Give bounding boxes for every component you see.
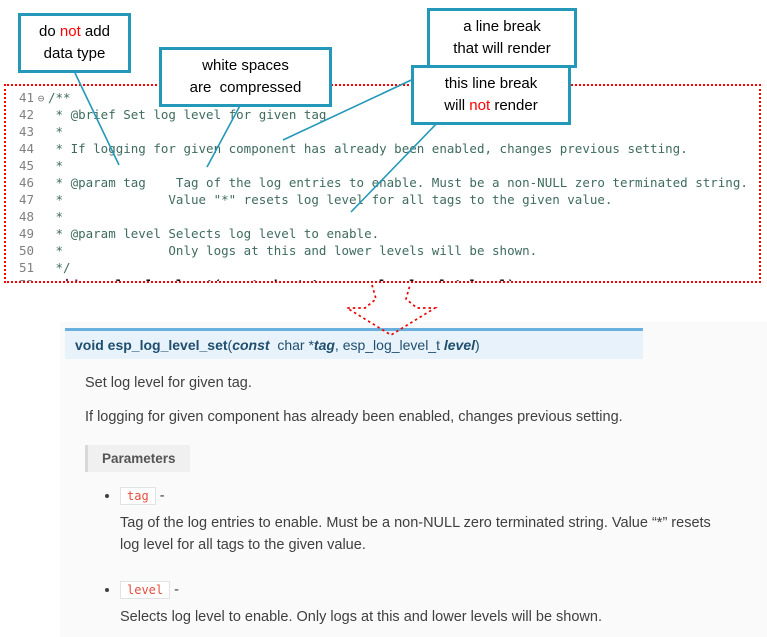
code-editor: 41⊖/** 42 * @brief Set log level for give… xyxy=(4,84,761,283)
code-line: 44 * If logging for given component has … xyxy=(18,141,688,156)
function-signature: void esp_log_level_set(const char *tag, … xyxy=(65,328,643,359)
code-line: 49 * @param level Selects log level to e… xyxy=(18,226,380,241)
code-line: 47 * Value "*" resets log level for all … xyxy=(18,192,613,207)
rendered-doc: void esp_log_level_set(const char *tag, … xyxy=(60,322,767,637)
doc-description: If logging for given component has alrea… xyxy=(85,409,623,425)
doc-brief: Set log level for given tag. xyxy=(85,375,252,391)
code-line: 46 * @param tag Tag of the log entries t… xyxy=(18,175,748,190)
parameter-item: tag - Tag of the log entries to enable. … xyxy=(120,487,767,557)
param-name-literal: level xyxy=(120,580,171,599)
parameters-header: Parameters xyxy=(85,445,190,472)
param-description: Tag of the log entries to enable. Must b… xyxy=(120,515,711,554)
parameters-list: tag - Tag of the log entries to enable. … xyxy=(60,487,767,628)
code-line: 52 void esp_log_level_set(const char* ta… xyxy=(10,277,759,281)
code-line: 43 * xyxy=(18,124,64,139)
code-line: 42 * @brief Set log level for given tag xyxy=(18,107,327,122)
code-line: 41⊖/** xyxy=(18,90,71,105)
param-description: Selects log level to enable. Only logs a… xyxy=(120,608,602,625)
code-lines: 41⊖/** 42 * @brief Set log level for give… xyxy=(10,90,759,281)
parameter-item: level - Selects log level to enable. Onl… xyxy=(120,580,767,628)
code-line: 51 */ xyxy=(18,260,71,275)
param-name-literal: tag xyxy=(120,487,156,505)
code-line: 48 * xyxy=(18,209,64,224)
code-line: 45 * xyxy=(18,158,64,173)
code-line: 50 * Only logs at this and lower levels … xyxy=(18,243,538,258)
